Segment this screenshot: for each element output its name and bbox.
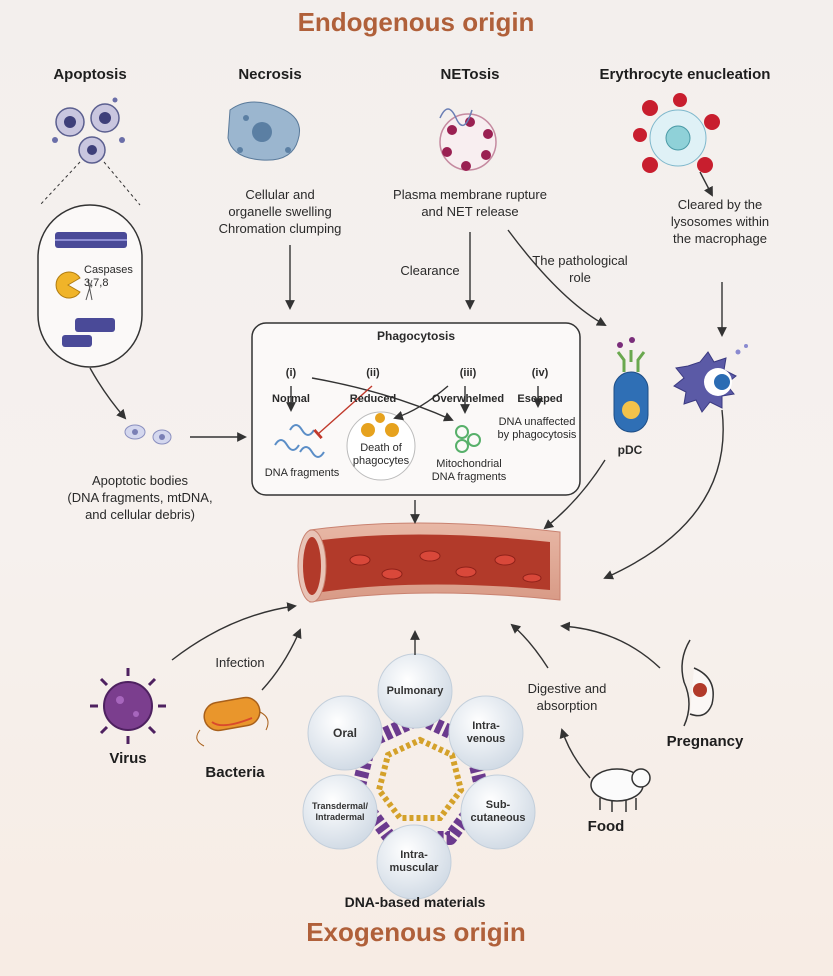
route-label-pulmonary: Pulmonary [386, 685, 444, 697]
route-label-subcutaneous: Sub- cutaneous [470, 799, 526, 824]
pdc-label: pDC [617, 443, 643, 457]
endogenous-title: Endogenous origin [297, 7, 535, 37]
inhibition-line-reduced [313, 385, 373, 440]
route-bubbles [302, 653, 536, 900]
pdc-cell-icon [613, 337, 649, 433]
arrow-apoptosis-to-bodies [89, 367, 127, 420]
chromatin-icon [55, 232, 127, 347]
infection-label: Infection [215, 655, 265, 670]
arrow-netosis-pathological [507, 229, 607, 326]
arrow-bacteria-to-vessel [261, 628, 302, 691]
case-overwhelmed: (iii) Overwhelmed [431, 367, 505, 405]
dna-fragments-icon [274, 424, 325, 458]
flow-arrows [89, 171, 727, 779]
exogenous-title: Exogenous origin [306, 917, 526, 947]
phagocytosis-title: Phagocytosis [376, 329, 456, 343]
pregnancy-label: Pregnancy [666, 733, 744, 750]
clearance-label: Clearance [400, 263, 460, 278]
mitochondrial-dna-icon [455, 425, 481, 453]
virus-icon [90, 668, 166, 744]
apoptotic-bodies-icon [124, 424, 172, 445]
case-reduced: (ii) Reduced [349, 367, 397, 405]
dna-fragments-label: DNA fragments [264, 467, 340, 479]
necrotic-cell-icon [227, 101, 300, 161]
case-escaped: (iv) Escaped [517, 367, 563, 405]
route-bubble-intramuscular [376, 824, 452, 900]
pig-icon [590, 768, 651, 812]
apoptotic-cells-icon [52, 97, 125, 164]
route-label-intramuscular: Intra- muscular [389, 849, 439, 874]
mitochondrial-dna-label: Mitochondrial DNA fragments [431, 458, 507, 483]
arrow-pdc-to-vessel [543, 459, 606, 530]
dead-phagocyte-icon [361, 413, 399, 437]
zoom-lines [39, 161, 141, 206]
macrophage-icon [673, 344, 748, 413]
route-label-transdermal: Transdermal/ Intradermal [311, 801, 369, 822]
caspases-label: Caspases 3,7,8 [84, 264, 133, 289]
route-bubble-transdermal [302, 774, 378, 850]
bacteria-icon [196, 696, 269, 747]
route-label-oral: Oral [332, 726, 357, 740]
death-of-phagocytes-label: Death of phagocytes [352, 442, 410, 467]
netosis-description: Plasma membrane rupture and NET release [393, 187, 547, 219]
digestive-label: Digestive and absorption [527, 681, 607, 713]
arrow-digestive-to-vessel [510, 623, 549, 669]
necrosis-description: Cellular and organelle swelling Chromati… [218, 187, 342, 236]
bacteria-label: Bacteria [205, 764, 265, 781]
route-bubble-intravenous [448, 695, 524, 771]
erythrocyte-heading: Erythrocyte enucleation [599, 66, 771, 83]
arrow-erythroblast-to-text [699, 171, 713, 197]
dna-materials-label: DNA-based materials [344, 894, 486, 910]
arrow-virus-to-vessel [171, 602, 297, 661]
caspase-pacman-icon [55, 271, 81, 299]
arrow-pregnancy-to-vessel [560, 621, 661, 669]
virus-label: Virus [109, 750, 147, 767]
case-normal: (i) Normal [272, 367, 310, 405]
netosis-heading: NETosis [440, 66, 500, 83]
route-bubble-oral [307, 695, 383, 771]
erythrocyte-description: Cleared by the lysosomes within the macr… [670, 197, 770, 246]
food-label: Food [587, 818, 625, 835]
dna-unaffected-label: DNA unaffected by phagocytosis [497, 416, 577, 441]
route-label-intravenous: Intra- venous [466, 720, 506, 745]
route-bubble-subcutaneous [460, 774, 536, 850]
arrow-food-to-digestive [559, 728, 591, 779]
scissors-icon [85, 279, 93, 301]
apoptotic-bodies-label: Apoptotic bodies (DNA fragments, mtDNA, … [67, 473, 213, 522]
apoptosis-heading: Apoptosis [53, 66, 127, 83]
arrow-macrophage-to-vessel [603, 409, 724, 580]
necrosis-heading: Necrosis [238, 66, 302, 83]
pathological-role-label: The pathological role [532, 253, 628, 285]
erythroblast-icon [633, 93, 720, 173]
netosis-neutrophil-icon [439, 108, 497, 171]
blood-vessel-icon [297, 522, 561, 603]
pregnancy-icon [681, 639, 714, 727]
